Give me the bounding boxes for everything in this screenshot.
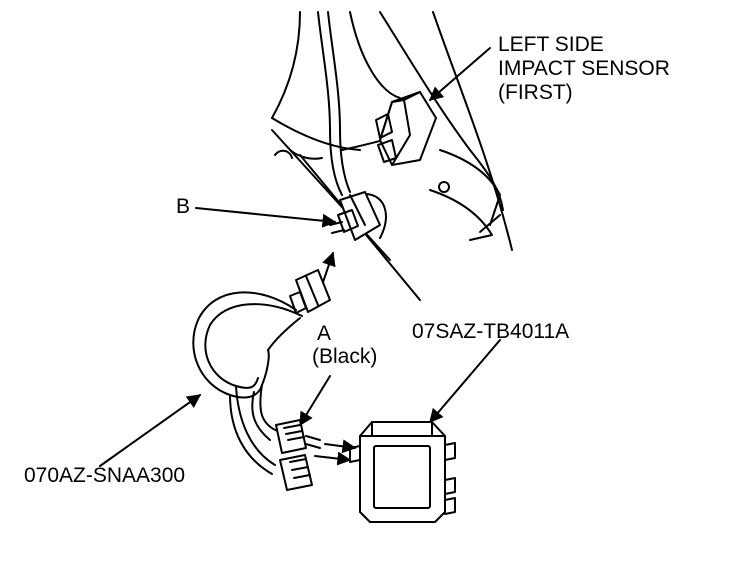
leader-sensor xyxy=(428,47,491,101)
connector-b xyxy=(329,191,387,241)
impact-sensor xyxy=(375,91,437,166)
vehicle-harness xyxy=(274,11,401,196)
box-part-number: 07SAZ-TB4011A xyxy=(412,320,570,343)
leader-a xyxy=(299,375,331,427)
connect-arrow-second xyxy=(314,451,352,466)
test-box xyxy=(349,421,456,523)
leader-b xyxy=(195,207,337,228)
leader-harness xyxy=(99,394,202,467)
label-a-color: (Black) xyxy=(312,345,378,368)
sensor-label-line1: LEFT SIDE xyxy=(498,33,604,56)
connect-arrow-b xyxy=(321,251,336,286)
harness-plug xyxy=(289,269,331,314)
label-a: A xyxy=(317,322,332,345)
leader-box xyxy=(429,339,501,424)
connector-second xyxy=(279,454,313,491)
sensor-label-line2: IMPACT SENSOR xyxy=(498,57,670,80)
label-b: B xyxy=(176,195,191,218)
connector-a xyxy=(275,419,321,454)
test-harness-coil xyxy=(192,291,303,475)
sensor-label-line3: (FIRST) xyxy=(498,81,573,104)
harness-part-number: 070AZ-SNAA300 xyxy=(24,464,186,487)
